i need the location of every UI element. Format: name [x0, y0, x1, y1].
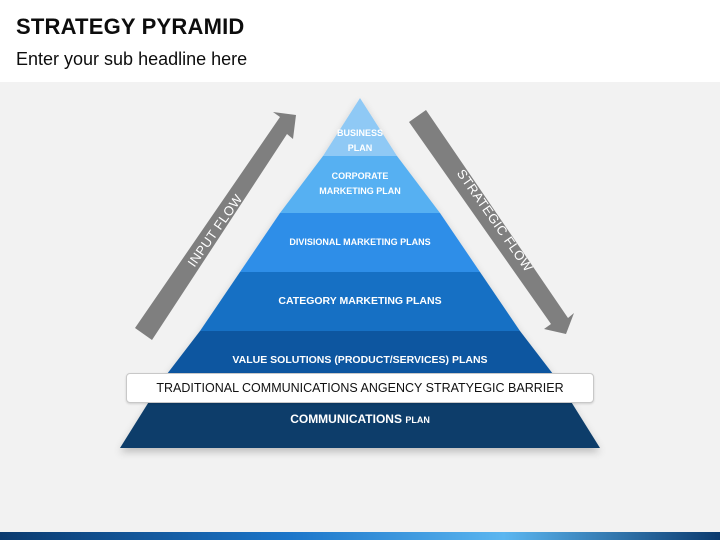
- business-plan-label-line1: BUSINESS: [336, 128, 383, 138]
- header: STRATEGY PYRAMID Enter your sub headline…: [0, 0, 720, 82]
- strategic-flow-arrow: [409, 110, 574, 334]
- category-marketing-label: CATEGORY MARKETING PLANS: [278, 295, 442, 307]
- value-solutions-label: VALUE SOLUTIONS (PRODUCT/SERVICES) PLANS: [232, 354, 488, 366]
- corporate-marketing-label: CORPORATE MARKETING PLAN: [300, 169, 420, 199]
- strategic-barrier-label: TRADITIONAL COMMUNICATIONS ANGENCY STRAT…: [156, 381, 564, 395]
- footer-accent-bar: [0, 532, 720, 540]
- pyramid-level-value-solutions: [167, 331, 553, 374]
- page-title: STRATEGY PYRAMID: [16, 14, 245, 39]
- pyramid-level-divisional-marketing: [240, 213, 480, 272]
- divisional-marketing-label: DIVISIONAL MARKETING PLANS: [289, 237, 431, 247]
- corporate-marketing-label-line2: MARKETING PLAN: [319, 186, 401, 196]
- communications-label-main: COMMUNICATIONS: [290, 412, 402, 426]
- business-plan-label: BUSINESS PLAN: [320, 126, 400, 156]
- pyramid-level-business-plan: [323, 98, 397, 156]
- communications-plan-label: COMMUNICATIONS PLAN: [220, 411, 500, 428]
- page-subtitle: Enter your sub headline here: [16, 49, 248, 69]
- pyramid-level-corporate-marketing: [280, 156, 440, 213]
- corporate-marketing-label-line1: CORPORATE: [331, 171, 389, 181]
- strategic-barrier-banner: TRADITIONAL COMMUNICATIONS ANGENCY STRAT…: [126, 373, 594, 403]
- communications-label-small: PLAN: [405, 415, 430, 425]
- pyramid-level-communications: [120, 400, 600, 448]
- business-plan-label-line2: PLAN: [347, 143, 373, 153]
- input-flow-arrow: [135, 112, 296, 340]
- pyramid-level-category-marketing: [200, 272, 520, 331]
